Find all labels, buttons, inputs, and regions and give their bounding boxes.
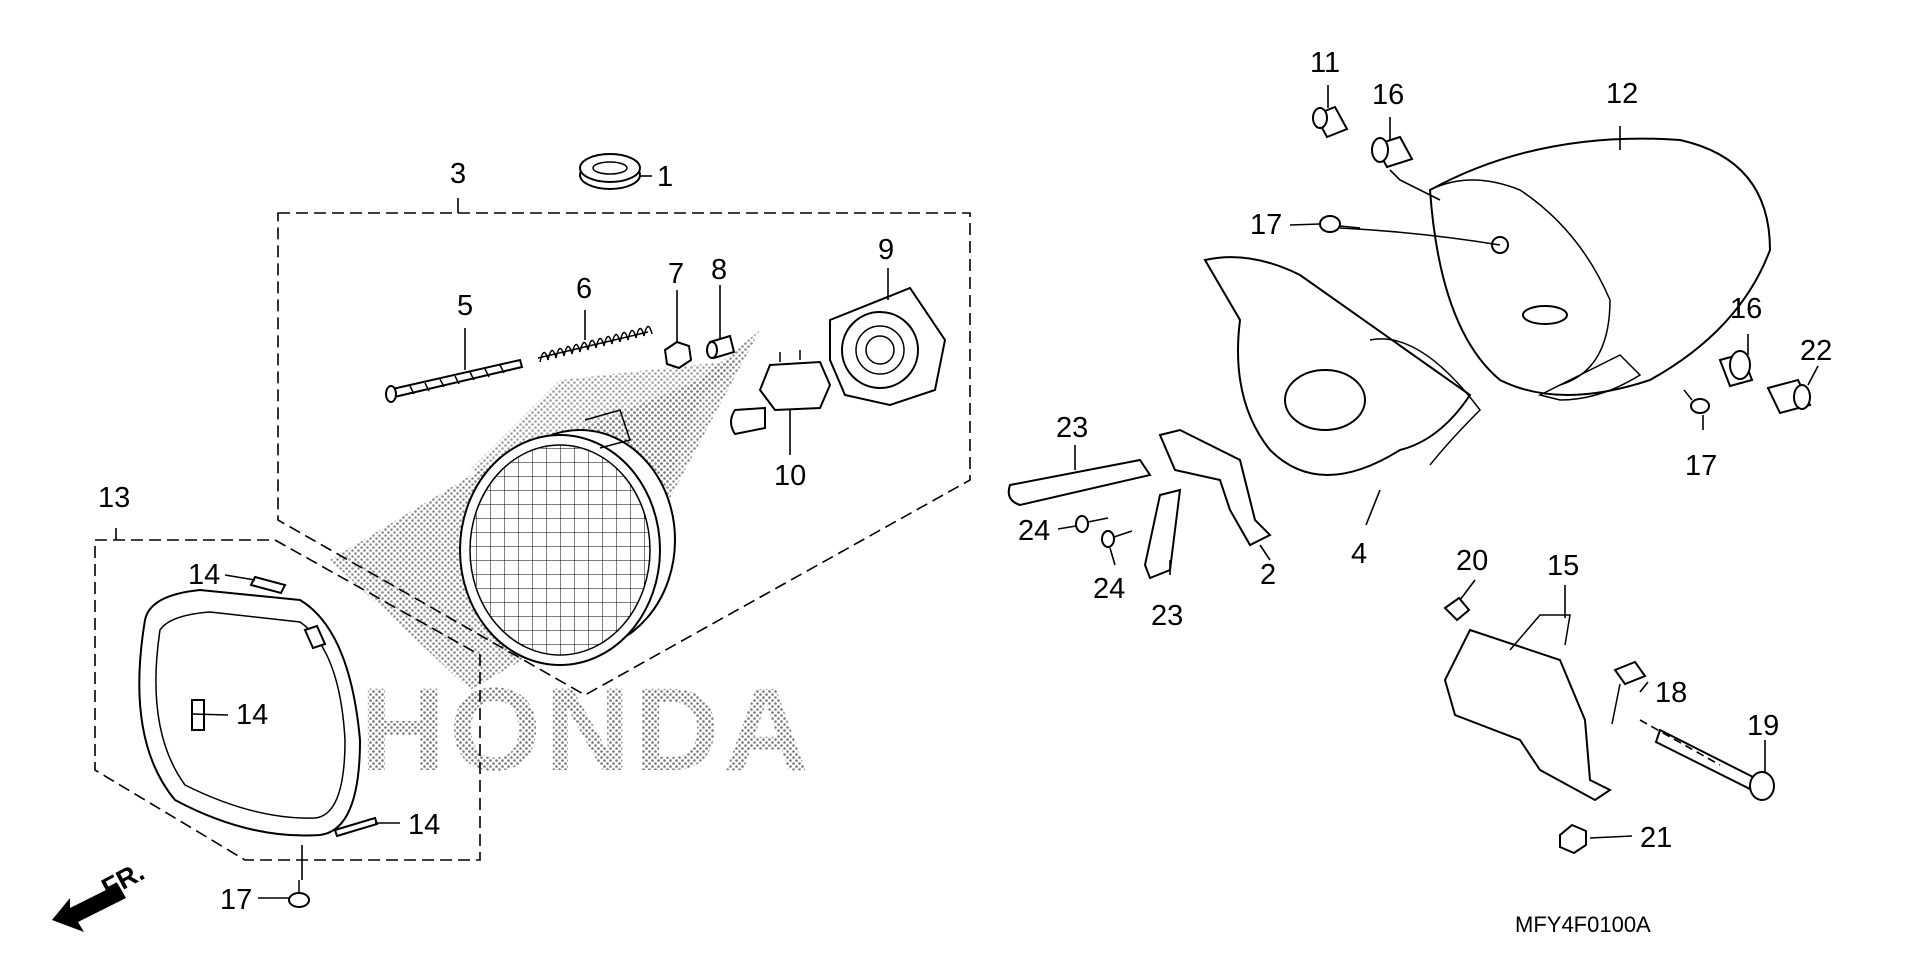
callout-17-top: 17: [1250, 209, 1282, 241]
collar-part: [706, 334, 736, 360]
nut-part-21: [1559, 823, 1587, 855]
callout-16a: 16: [1372, 79, 1404, 111]
callout-14a: 14: [188, 559, 220, 591]
callout-24b: 24: [1093, 573, 1125, 605]
clip-part-c: [333, 816, 379, 838]
rim-kit-box: [94, 539, 481, 861]
callout-2: 2: [1260, 559, 1276, 591]
callout-15: 15: [1547, 550, 1579, 582]
callout-16b: 16: [1730, 293, 1762, 325]
headlight-unit-part: [459, 409, 676, 666]
callout-labels: 3 1 5 6 7 8 9 10 13 14 14 14 17 11 16 12…: [98, 47, 1832, 916]
nut-part: [663, 340, 693, 370]
collar-part-16a: [1371, 135, 1414, 169]
bolt-part-18: [1611, 660, 1647, 725]
callout-24a: 24: [1018, 515, 1050, 547]
callout-20: 20: [1456, 545, 1488, 577]
headlight-rim-part: [138, 588, 362, 837]
bolt-part-20: [1443, 596, 1471, 622]
callout-5: 5: [457, 290, 473, 322]
callout-13: 13: [98, 482, 130, 514]
front-direction-arrow: FR.: [52, 856, 149, 932]
callout-18: 18: [1655, 677, 1687, 709]
callout-17-bottom: 17: [220, 884, 252, 916]
strap-part-a: [1007, 458, 1152, 507]
callout-22: 22: [1800, 335, 1832, 367]
brand-watermark-text: HONDA: [360, 664, 813, 796]
cover-part: [1203, 256, 1481, 476]
callout-23b: 23: [1151, 600, 1183, 632]
bolt-part-11: [1312, 105, 1349, 139]
callout-9: 9: [878, 234, 894, 266]
stay-part: [1443, 628, 1612, 802]
callout-19: 19: [1747, 710, 1779, 742]
spring-part: [537, 325, 653, 363]
leader-lines: [115, 85, 1819, 899]
screw-part-17a: [1319, 215, 1361, 233]
callout-17-right: 17: [1685, 450, 1717, 482]
callout-3: 3: [450, 158, 466, 190]
callout-11: 11: [1310, 47, 1340, 79]
clip-part-a: [249, 575, 287, 595]
screw-part-17b: [1683, 389, 1710, 414]
callout-7: 7: [668, 258, 684, 290]
callout-8: 8: [711, 254, 727, 286]
callout-1: 1: [657, 161, 673, 193]
socket-cover-part: [829, 286, 947, 407]
bracket-part: [1158, 428, 1272, 547]
callout-4: 4: [1351, 538, 1367, 570]
collar-part-16b: [1718, 350, 1754, 388]
headlight-case-part: [1428, 137, 1772, 401]
screw-part-24b: [1101, 530, 1133, 548]
screw-part-24a: [1075, 515, 1109, 533]
grommet-part: [579, 153, 641, 190]
callout-14b: 14: [236, 699, 268, 731]
strap-part-b: [1143, 488, 1182, 580]
diagram-code: MFY4F0100A: [1515, 912, 1651, 937]
bulb-part: [730, 350, 832, 436]
callout-10: 10: [774, 460, 806, 492]
headlight-kit-box: [277, 212, 971, 696]
callout-23a: 23: [1056, 412, 1088, 444]
bolt-part-22: [1766, 378, 1812, 415]
bolt-part-19: [1654, 728, 1775, 801]
callout-14c: 14: [408, 809, 440, 841]
callout-21: 21: [1640, 822, 1672, 854]
screw-part-bottom: [288, 880, 310, 908]
callout-6: 6: [576, 273, 592, 305]
adjusting-screw-part: [385, 358, 524, 403]
clip-part-b: [191, 699, 205, 731]
callout-12: 12: [1606, 78, 1638, 110]
